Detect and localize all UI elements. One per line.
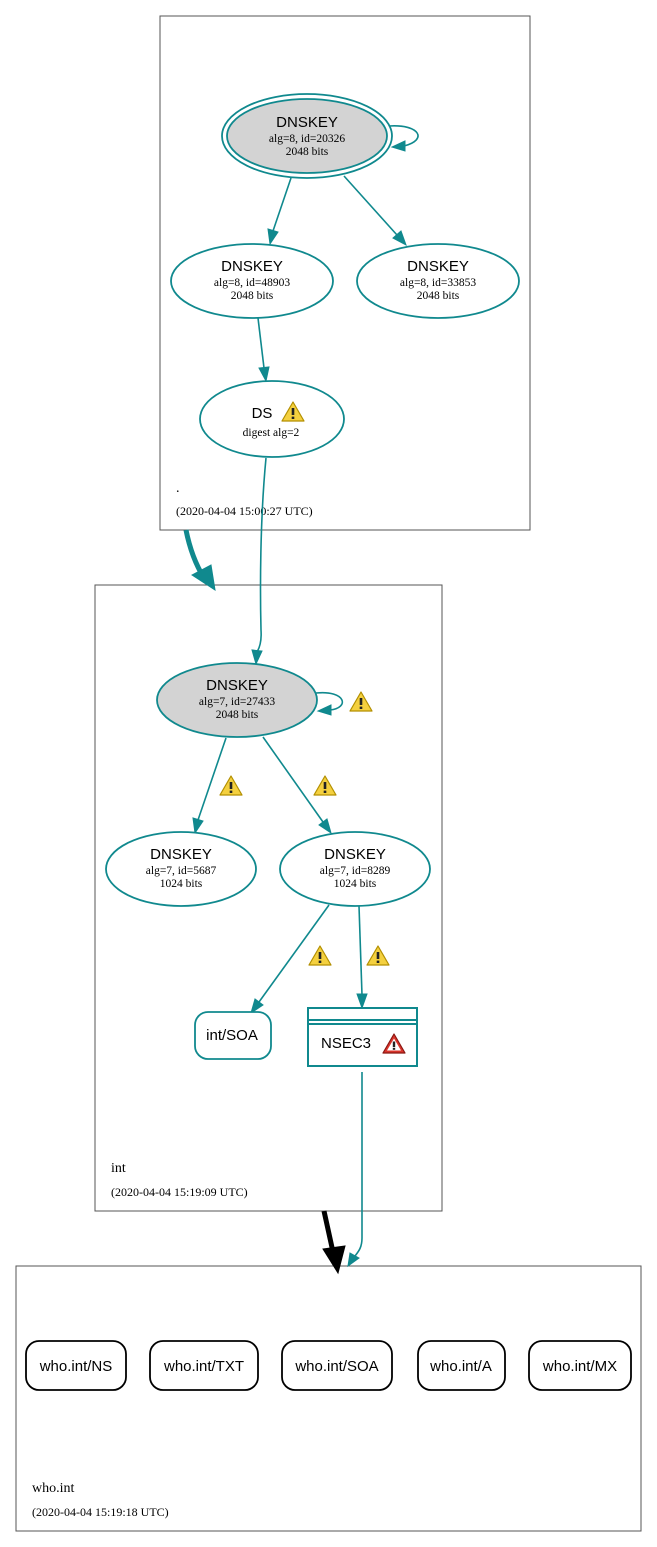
node-int-zsk-8289[interactable]: DNSKEY alg=7, id=8289 1024 bits: [279, 831, 431, 907]
zone-int-timestamp: (2020-04-04 15:19:09 UTC): [111, 1185, 248, 1199]
node-alg-id: alg=7, id=5687: [146, 865, 217, 877]
node-alg-id: alg=8, id=20326: [269, 133, 345, 145]
node-title: DNSKEY: [407, 258, 469, 275]
record-who-int-mx[interactable]: who.int/MX: [528, 1340, 632, 1391]
edge-int-zsk2-nsec3: [358, 905, 363, 996]
edge-root-ksk-zsk2: [343, 175, 398, 236]
node-title: DNSKEY: [150, 846, 212, 863]
edge-root-zsk1-ds: [257, 317, 265, 369]
zone-root-name: .: [176, 481, 180, 496]
zone-who-int-box: [15, 1265, 642, 1532]
edge-int-ksk-zsk1: [197, 737, 227, 821]
rr-label: NSEC3: [321, 1035, 371, 1052]
node-title: DNSKEY: [221, 258, 283, 275]
node-ds[interactable]: DS digest alg=2: [199, 380, 345, 458]
record-who-int-ns[interactable]: who.int/NS: [25, 1340, 127, 1391]
node-alg-id: alg=8, id=48903: [214, 277, 290, 289]
zone-who-int-name: who.int: [32, 1481, 75, 1496]
node-title: DS: [252, 405, 273, 422]
record-who-int-a[interactable]: who.int/A: [417, 1340, 506, 1391]
node-digest-alg: digest alg=2: [243, 427, 300, 439]
node-int-soa[interactable]: int/SOA: [194, 1011, 272, 1060]
rr-label: who.int/MX: [542, 1358, 617, 1375]
rr-label: int/SOA: [206, 1027, 258, 1044]
record-who-int-txt[interactable]: who.int/TXT: [149, 1340, 259, 1391]
edge-ds-int-ksk: [256, 457, 267, 653]
zone-root-timestamp: (2020-04-04 15:00:27 UTC): [176, 504, 313, 518]
edge-int-ksk-zsk2: [262, 736, 324, 823]
node-int-ksk[interactable]: DNSKEY alg=7, id=27433 2048 bits: [156, 662, 318, 738]
rr-label: who.int/SOA: [294, 1358, 378, 1375]
rr-label: who.int/A: [429, 1358, 492, 1375]
node-alg-id: alg=8, id=33853: [400, 277, 476, 289]
node-root-zsk-48903[interactable]: DNSKEY alg=8, id=48903 2048 bits: [170, 243, 334, 319]
node-title: DNSKEY: [276, 114, 338, 131]
record-who-int-soa[interactable]: who.int/SOA: [281, 1340, 393, 1391]
node-key-size: 2048 bits: [231, 290, 274, 302]
node-root-zsk-33853[interactable]: DNSKEY alg=8, id=33853 2048 bits: [356, 243, 520, 319]
rr-label: who.int/NS: [39, 1358, 113, 1375]
node-nsec3[interactable]: NSEC3: [307, 1007, 418, 1067]
node-key-size: 1024 bits: [160, 878, 203, 890]
node-int-zsk-5687[interactable]: DNSKEY alg=7, id=5687 1024 bits: [105, 831, 257, 907]
zone-who-int-timestamp: (2020-04-04 15:19:18 UTC): [32, 1505, 169, 1519]
rr-label: who.int/TXT: [163, 1358, 244, 1375]
node-alg-id: alg=7, id=27433: [199, 696, 275, 708]
node-title: DNSKEY: [206, 677, 268, 694]
delegation-int-to-who: [321, 1210, 346, 1275]
node-key-size: 2048 bits: [216, 709, 259, 721]
zone-int-name: int: [111, 1161, 126, 1176]
delegation-root-to-int: [183, 529, 216, 592]
node-key-size: 2048 bits: [286, 146, 329, 158]
edge-nsec3-who-int: [354, 1072, 363, 1257]
edge-root-ksk-self: [388, 125, 419, 147]
zone-who-int: who.int (2020-04-04 15:19:18 UTC): [15, 1265, 642, 1532]
edge-int-zsk2-soa: [258, 904, 330, 1003]
edge-root-ksk-zsk1: [272, 177, 292, 232]
node-alg-id: alg=7, id=8289: [320, 865, 391, 877]
node-root-ksk[interactable]: DNSKEY alg=8, id=20326 2048 bits: [221, 93, 393, 179]
node-key-size: 1024 bits: [334, 878, 377, 890]
node-key-size: 2048 bits: [417, 290, 460, 302]
edges: [192, 125, 419, 1268]
node-title: DNSKEY: [324, 846, 386, 863]
edge-int-ksk-self: [315, 691, 344, 711]
